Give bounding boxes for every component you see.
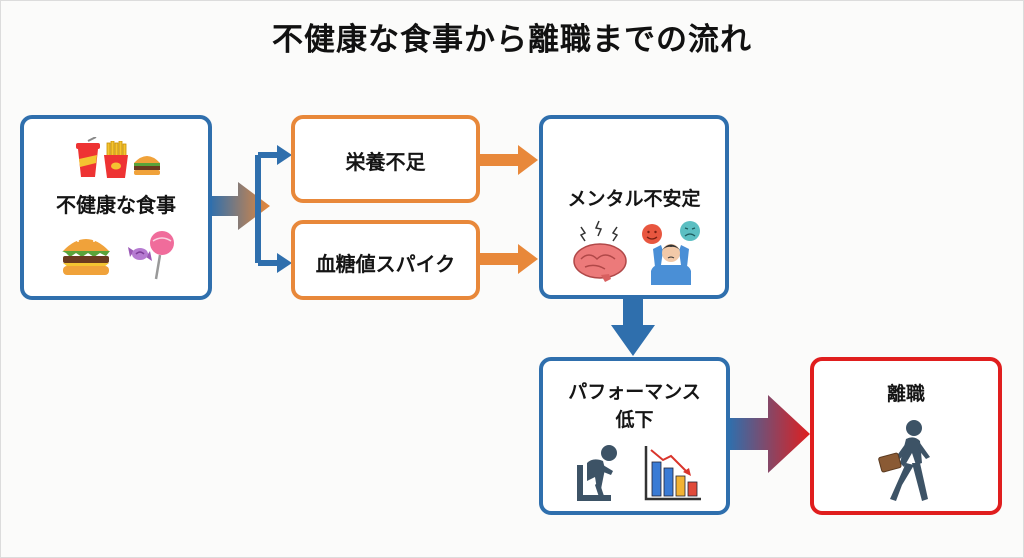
node-performance-decline: パフォーマンス 低下 — [539, 357, 730, 515]
split-branch-bottom-head — [277, 253, 292, 273]
node-label: 血糖値スパイク — [315, 252, 456, 276]
slumped-person-icon — [577, 445, 617, 501]
hamburger-icon — [62, 237, 110, 275]
sad-face-icon — [680, 221, 700, 241]
arrow-diet-to-split — [210, 182, 270, 230]
node-label: 不健康な食事 — [56, 193, 176, 217]
distressed-person-icon — [651, 244, 691, 285]
diagram-title: 不健康な食事から離職までの流れ — [272, 22, 752, 58]
declining-bar-chart-icon — [644, 446, 701, 501]
node-mental-instability: メンタル不安定 — [539, 115, 729, 299]
stressed-brain-icon — [573, 220, 627, 282]
soda-cup-icon — [76, 137, 100, 177]
node-label-line2: 低下 — [615, 409, 654, 431]
walking-person-with-briefcase-icon — [878, 420, 930, 501]
node-label: 栄養不足 — [345, 150, 426, 174]
arrow-bloodsugar-to-mental — [478, 244, 538, 274]
node-label: メンタル不安定 — [567, 188, 701, 210]
arrow-mental-to-performance — [611, 297, 655, 356]
split-branch-top-head — [277, 145, 292, 165]
node-blood-sugar-spike: 血糖値スパイク — [291, 220, 480, 300]
french-fries-icon — [104, 141, 128, 178]
small-burger-icon — [134, 156, 160, 175]
lollipop-icon — [150, 231, 174, 280]
arrow-malnutrition-to-mental — [478, 145, 538, 175]
node-malnutrition: 栄養不足 — [291, 115, 480, 203]
node-label: 離職 — [886, 383, 925, 405]
node-label-line1: パフォーマンス — [568, 381, 701, 403]
angry-face-icon — [642, 224, 662, 244]
node-turnover: 離職 — [810, 357, 1002, 515]
node-unhealthy-diet: 不健康な食事 — [20, 115, 212, 300]
arrow-performance-to-turnover — [729, 395, 810, 473]
candy-icon — [128, 247, 152, 261]
